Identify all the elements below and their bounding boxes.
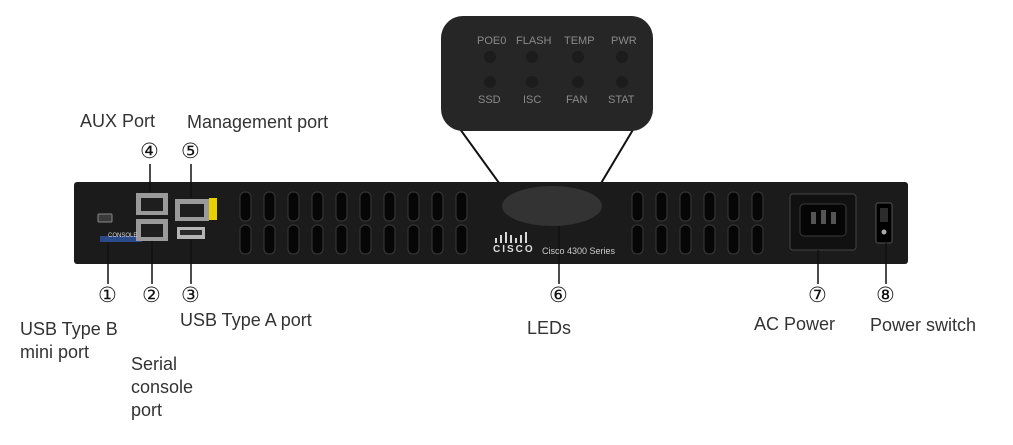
led-label-poe0: POE0 [477,35,507,47]
power-switch-indicator [881,229,887,235]
vent-slot [263,224,276,255]
vent-slot [239,191,252,222]
callout-8: ⑧ [876,284,895,307]
vent-slot [727,224,740,255]
vent-slot [727,191,740,222]
vent-slot [311,191,324,222]
callout-1: ① [98,284,117,307]
model-text: Cisco 4300 Series [542,246,616,256]
cisco-logo-text: CISCO [493,244,535,255]
usb-type-a-opening [180,230,202,235]
vent-slot [383,191,396,222]
led-label-stat: STAT [608,94,635,106]
callout-5: ⑤ [181,140,200,163]
leader-lines [107,164,887,284]
chassis-led-panel [502,186,602,226]
vent-slot [751,224,764,255]
vent-slot [455,191,468,222]
vent-slot [431,224,444,255]
led-label-isc: ISC [523,94,542,106]
aux-port-opening [141,198,163,211]
vent-slot [455,224,468,255]
vent-slot [359,191,372,222]
led-dot-isc [526,76,538,88]
vent-slot [655,191,668,222]
vent-slot [263,191,276,222]
led-dot-ssd [484,76,496,88]
led-dot-flash [526,51,538,63]
serial-port-opening [141,224,163,237]
vent-slot [287,191,300,222]
vent-slot [239,224,252,255]
led-label-flash: FLASH [516,35,552,47]
callout-7: ⑦ [808,284,827,307]
vent-slot [631,224,644,255]
vent-slot [431,191,444,222]
vent-slot [383,224,396,255]
usb-b-label-line1: USB Type B [20,319,118,339]
led-inset-panel [441,16,653,131]
led-dot-temp [572,51,584,63]
yellow-tag [209,198,217,220]
power-switch-rocker [880,208,888,222]
console-tag-text: CONSOLE [108,233,138,239]
usb-mini-b-port [97,213,113,223]
serial-label-line1: Serial [131,354,178,374]
vent-slot [287,224,300,255]
led-dot-stat [616,76,628,88]
led-dot-fan [572,76,584,88]
callout-3: ③ [181,284,200,307]
leds-label: LEDs [527,318,572,338]
ac-pin-right [831,212,836,224]
ac-pin-left [811,212,816,224]
vent-slots-right [631,191,764,255]
router-chassis [74,182,908,264]
vent-slot [751,191,764,222]
vent-slot [407,191,420,222]
management-port-opening [180,204,204,217]
power-switch-label: Power switch [870,315,977,335]
vent-slot [679,224,692,255]
vent-slot [407,224,420,255]
led-inset-dots [484,51,628,88]
led-label-ssd: SSD [478,94,501,106]
vent-slot [703,191,716,222]
led-label-temp: TEMP [564,35,595,47]
vent-slot [311,224,324,255]
ac-power-label: AC Power [754,314,836,334]
callout-4: ④ [140,140,159,163]
serial-label-line2: console [131,377,194,397]
led-label-pwr: PWR [611,35,637,47]
callout-6: ⑥ [549,284,568,307]
serial-label-line3: port [131,400,163,420]
vent-slot [359,224,372,255]
vent-slot [655,224,668,255]
usb-b-label-line2: mini port [20,342,90,362]
management-port-label: Management port [187,112,329,132]
aux-port-label: AUX Port [80,111,156,131]
cisco-bridge-logo [495,232,527,243]
vent-slot [703,224,716,255]
vent-slot [335,191,348,222]
vent-slot [335,224,348,255]
vent-slots-left [239,191,468,255]
vent-slot [631,191,644,222]
vent-slot [679,191,692,222]
ac-pin-center [821,210,826,224]
led-dot-poe0 [484,51,496,63]
usb-a-label: USB Type A port [180,310,312,330]
led-label-fan: FAN [566,94,588,106]
console-tag-band [100,236,142,242]
callout-2: ② [142,284,161,307]
led-dot-pwr [616,51,628,63]
